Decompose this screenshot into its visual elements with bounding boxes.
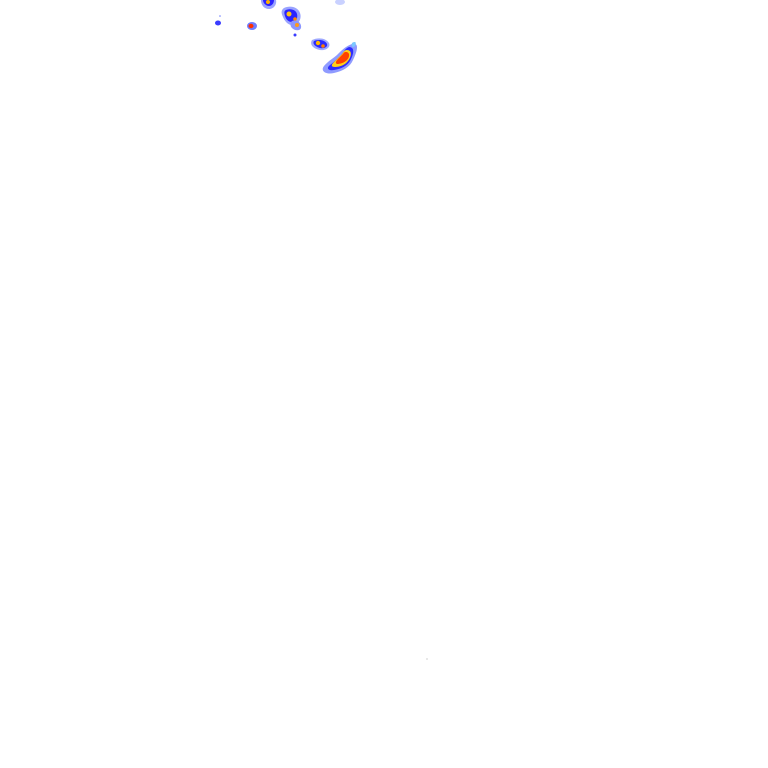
storm-cell-speck (293, 33, 297, 37)
storm-cell-north-east-core-1 (286, 11, 292, 17)
storm-cell-tail-core (295, 23, 299, 27)
storm-cell-west-core (248, 23, 254, 29)
storm-cell-main (322, 42, 358, 74)
storm-cell-main-intense (335, 52, 350, 64)
storm-cell-north-east-core-2 (293, 17, 297, 21)
storm-cell-far-west-light (215, 20, 221, 26)
radar-noise-speck (426, 658, 428, 660)
storm-cell-far-west (215, 15, 221, 26)
storm-cell-east-core-1 (315, 40, 321, 46)
storm-cell-north-core (266, 0, 270, 4)
storm-cell-north-east (281, 6, 301, 26)
storm-cell-east (311, 38, 330, 51)
storm-cell-west (247, 22, 257, 30)
storm-cell-tail (290, 20, 302, 31)
storm-cell-north (261, 0, 277, 9)
storm-cell-far-west-speck (219, 15, 221, 17)
storm-cell-main-tail (351, 42, 356, 47)
storm-cell-faint-top (335, 0, 345, 5)
storm-cell-east-core-2 (321, 44, 325, 48)
